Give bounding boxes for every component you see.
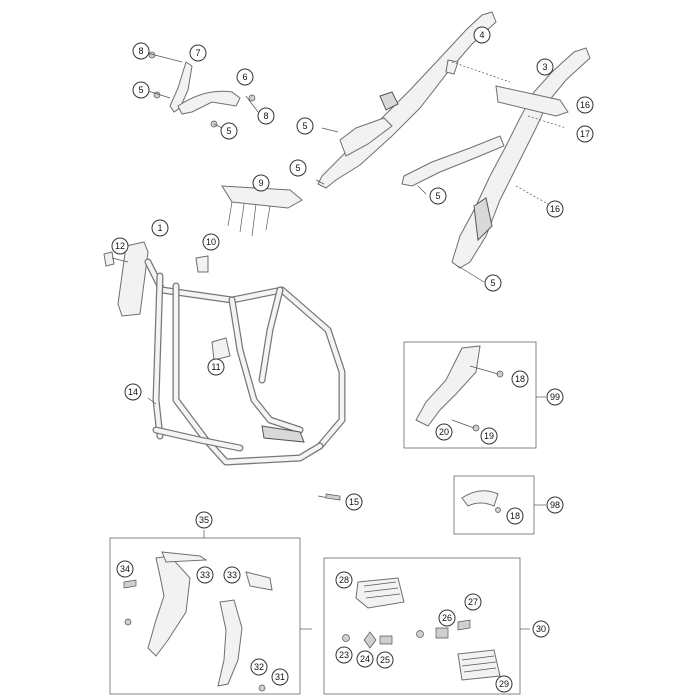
- svg-text:4: 4: [479, 30, 484, 40]
- callout-18-a[interactable]: 18: [511, 370, 529, 388]
- svg-text:33: 33: [227, 570, 237, 580]
- callout-31[interactable]: 31: [271, 668, 289, 686]
- callout-33-a[interactable]: 33: [196, 566, 214, 584]
- svg-text:20: 20: [439, 427, 449, 437]
- svg-text:16: 16: [580, 100, 590, 110]
- svg-text:28: 28: [339, 575, 349, 585]
- svg-text:99: 99: [550, 392, 560, 402]
- svg-text:1: 1: [157, 223, 162, 233]
- svg-text:5: 5: [226, 126, 231, 136]
- svg-text:5: 5: [302, 121, 307, 131]
- main-frame: [103, 241, 346, 501]
- callout-5-a[interactable]: 5: [132, 81, 150, 99]
- kit-box-99: [403, 341, 546, 449]
- svg-text:30: 30: [536, 624, 546, 634]
- callout-27[interactable]: 27: [464, 593, 482, 611]
- kit-box-35: [109, 530, 312, 695]
- svg-text:11: 11: [211, 362, 220, 372]
- svg-text:35: 35: [199, 515, 209, 525]
- callout-98[interactable]: 98: [546, 496, 564, 514]
- svg-text:9: 9: [258, 178, 263, 188]
- kit-box-98: [453, 475, 546, 535]
- callout-16-a[interactable]: 16: [576, 96, 594, 114]
- svg-text:34: 34: [120, 564, 130, 574]
- svg-text:3: 3: [542, 62, 547, 72]
- subframe-upper-rail: [315, 11, 511, 189]
- svg-text:32: 32: [254, 662, 264, 672]
- callout-10[interactable]: 10: [202, 233, 220, 251]
- callout-19[interactable]: 19: [480, 427, 498, 445]
- callout-16-b[interactable]: 16: [546, 200, 564, 218]
- svg-text:17: 17: [580, 129, 590, 139]
- callout-18-b[interactable]: 18: [506, 507, 524, 525]
- subframe-lower: [401, 47, 591, 283]
- callout-7[interactable]: 7: [189, 44, 207, 62]
- callout-12[interactable]: 12: [111, 237, 129, 255]
- kit-box-30: [323, 557, 530, 695]
- callout-34[interactable]: 34: [116, 560, 134, 578]
- svg-text:15: 15: [349, 497, 359, 507]
- svg-text:19: 19: [484, 431, 494, 441]
- callout-26[interactable]: 26: [438, 609, 456, 627]
- svg-text:18: 18: [515, 374, 525, 384]
- svg-text:31: 31: [275, 672, 285, 682]
- callout-32[interactable]: 32: [250, 658, 268, 676]
- svg-text:5: 5: [295, 163, 300, 173]
- svg-text:10: 10: [206, 237, 216, 247]
- svg-text:6: 6: [242, 72, 247, 82]
- svg-text:5: 5: [435, 191, 440, 201]
- callout-30[interactable]: 30: [532, 620, 550, 638]
- svg-text:5: 5: [138, 85, 143, 95]
- svg-text:25: 25: [380, 655, 390, 665]
- callout-8-b[interactable]: 8: [257, 107, 275, 125]
- callout-14[interactable]: 14: [124, 383, 142, 401]
- callout-5-b[interactable]: 5: [220, 122, 238, 140]
- callout-5-c[interactable]: 5: [296, 117, 314, 135]
- callout-15[interactable]: 15: [345, 493, 363, 511]
- callout-24[interactable]: 24: [356, 650, 374, 668]
- callout-20[interactable]: 20: [435, 423, 453, 441]
- svg-text:26: 26: [442, 613, 452, 623]
- svg-text:33: 33: [200, 570, 210, 580]
- frame-protector-grid: [221, 185, 303, 237]
- svg-text:12: 12: [115, 241, 125, 251]
- callout-99[interactable]: 99: [546, 388, 564, 406]
- svg-text:8: 8: [263, 111, 268, 121]
- svg-text:8: 8: [138, 46, 143, 56]
- callout-5-d[interactable]: 5: [289, 159, 307, 177]
- svg-text:14: 14: [128, 387, 138, 397]
- svg-text:27: 27: [468, 597, 478, 607]
- callout-9[interactable]: 9: [252, 174, 270, 192]
- callout-23[interactable]: 23: [335, 646, 353, 664]
- callout-1[interactable]: 1: [151, 219, 169, 237]
- svg-text:16: 16: [550, 204, 560, 214]
- svg-text:18: 18: [510, 511, 520, 521]
- callout-33-b[interactable]: 33: [223, 566, 241, 584]
- callouts: 1 3 4 5 5 5 5 5 5 6 7 8 8 9 10 11 12 14 …: [111, 26, 594, 693]
- callout-4[interactable]: 4: [473, 26, 491, 44]
- svg-text:29: 29: [499, 679, 509, 689]
- callout-28[interactable]: 28: [335, 571, 353, 589]
- svg-text:5: 5: [490, 278, 495, 288]
- svg-text:98: 98: [550, 500, 560, 510]
- svg-text:7: 7: [195, 48, 200, 58]
- callout-5-e[interactable]: 5: [429, 187, 447, 205]
- callout-8-a[interactable]: 8: [132, 42, 150, 60]
- callout-25[interactable]: 25: [376, 651, 394, 669]
- callout-35[interactable]: 35: [195, 511, 213, 529]
- svg-text:24: 24: [360, 654, 370, 664]
- callout-3[interactable]: 3: [536, 58, 554, 76]
- callout-17[interactable]: 17: [576, 125, 594, 143]
- callout-5-f[interactable]: 5: [484, 274, 502, 292]
- svg-text:23: 23: [339, 650, 349, 660]
- callout-6[interactable]: 6: [236, 68, 254, 86]
- chain-guide-bracket: [146, 51, 259, 131]
- callout-11[interactable]: 11: [207, 358, 225, 376]
- callout-29[interactable]: 29: [495, 675, 513, 693]
